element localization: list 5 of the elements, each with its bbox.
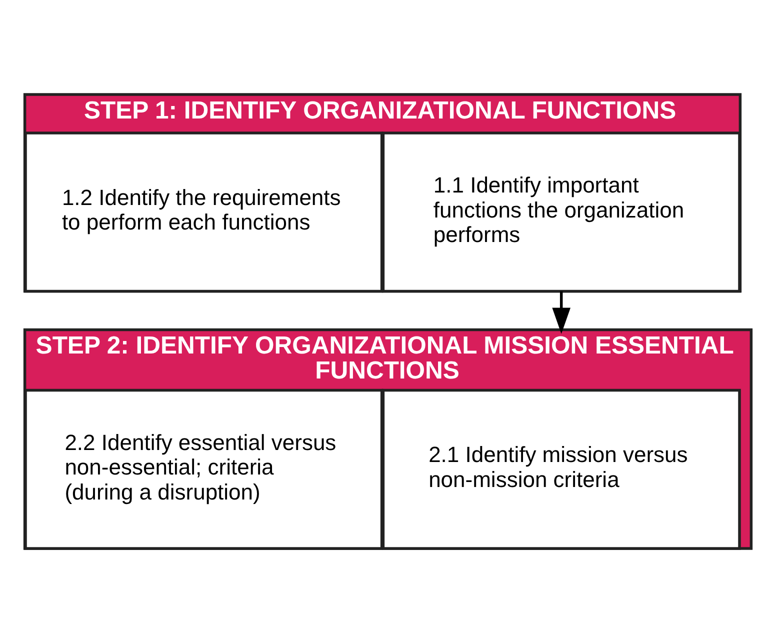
node-box: 1.2 Identify the requirements to perform each functions [24, 131, 384, 292]
node-box: 2.2 Identify essential versus non-essential; criteria (during a disruption) [24, 388, 384, 550]
arrow [552, 290, 570, 334]
node-box: 1.1 Identify important functions the organization performs [382, 131, 741, 292]
node-box: 2.1 Identify mission versus non-mission criteria [382, 388, 741, 550]
